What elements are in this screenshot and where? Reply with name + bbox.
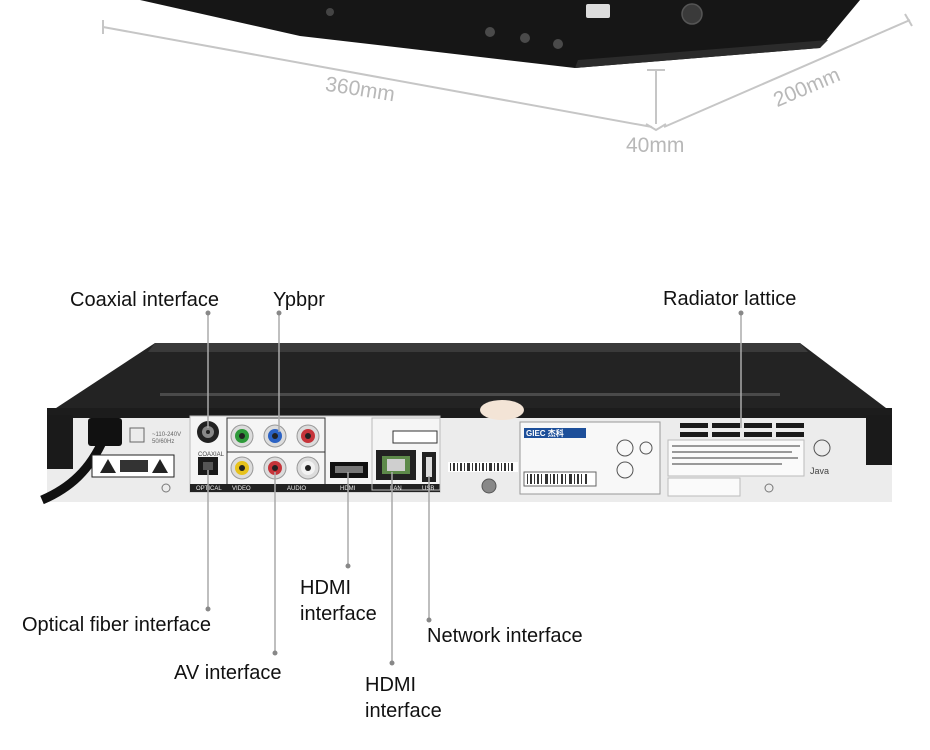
brand-panel-text: GIEC 杰科 bbox=[526, 428, 564, 438]
svg-text:50/60Hz: 50/60Hz bbox=[152, 439, 174, 445]
audio-panel-text: AUDIO bbox=[287, 486, 306, 492]
callout-lines bbox=[205, 310, 744, 666]
height-dimension-label: 40mm bbox=[626, 134, 685, 157]
network-interface-label: Network interface bbox=[427, 625, 583, 647]
dimension-lines bbox=[102, 13, 913, 132]
optical-fiber-interface-label: Optical fiber interface bbox=[22, 614, 211, 636]
hdmi-interface-label-1: HDMI interface bbox=[300, 577, 377, 625]
java-panel-text: Java bbox=[810, 466, 829, 476]
ypbpr-label: Ypbpr bbox=[273, 289, 325, 311]
radiator-lattice-label: Radiator lattice bbox=[663, 288, 797, 310]
av-interface-label: AV interface bbox=[174, 662, 282, 684]
optical-panel-text: OPTICAL bbox=[196, 486, 222, 492]
player-top-view bbox=[140, 0, 860, 68]
player-rear-panel: ~110-240V 50/60Hz bbox=[40, 343, 892, 505]
hdmi-interface-label-2: HDMI interface bbox=[365, 674, 442, 722]
coaxial-interface-label: Coaxial interface bbox=[70, 289, 219, 311]
video-panel-text: VIDEO bbox=[232, 486, 251, 492]
lan-panel-text: LAN bbox=[390, 486, 402, 492]
coaxial-panel-text: COAXIAL bbox=[198, 452, 225, 458]
svg-text:~110-240V: ~110-240V bbox=[152, 432, 181, 438]
usb-panel-text: USB bbox=[422, 486, 434, 492]
